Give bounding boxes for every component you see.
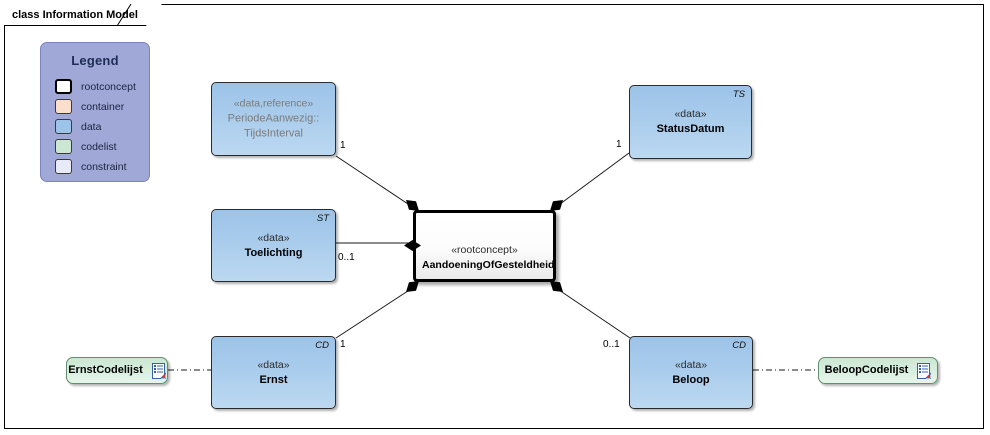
legend-item-container: container — [55, 97, 149, 116]
class-tag-beloop: CD — [732, 340, 746, 351]
legend-swatch-container — [55, 99, 72, 114]
class-box-ernst[interactable]: CD «data» Ernst — [211, 336, 336, 409]
class-box-tijdsinterval[interactable]: «data,reference» PeriodeAanwezig:: Tijds… — [211, 82, 336, 156]
multiplicity-tijdsinterval: 1 — [340, 140, 346, 151]
class-name-ernstcodelijst: ErnstCodelijst — [68, 364, 143, 376]
legend-swatch-data — [55, 119, 72, 134]
multiplicity-beloop: 0..1 — [603, 339, 620, 350]
diagram-frame-label: class Information Model — [12, 8, 138, 21]
class-box-beloopcodelijst[interactable]: BeloopCodelijst — [818, 357, 938, 384]
legend-swatch-codelist — [55, 139, 72, 154]
class-stereotype-toelichting: «data» — [257, 231, 290, 244]
document-icon — [917, 362, 932, 379]
class-stereotype-rootconcept: «rootconcept» — [451, 244, 518, 256]
multiplicity-ernst: 1 — [340, 339, 346, 350]
class-stereotype-ernst: «data» — [257, 358, 290, 371]
legend-item-constraint: constraint — [55, 157, 149, 176]
multiplicity-toelichting: 0..1 — [338, 252, 355, 263]
class-box-ernst-body: «data» Ernst — [212, 358, 335, 388]
legend-label-constraint: constraint — [81, 160, 127, 173]
class-box-toelichting-body: «data» Toelichting — [212, 231, 335, 261]
class-name-beloopcodelijst: BeloopCodelijst — [824, 364, 909, 376]
class-name-rootconcept: AandoeningOfGesteldheid — [422, 259, 555, 271]
class-name-ernst: Ernst — [259, 373, 288, 386]
class-name-tijdsinterval-line1: PeriodeAanwezig:: — [227, 112, 320, 125]
class-box-toelichting[interactable]: ST «data» Toelichting — [211, 209, 336, 282]
legend-items: rootconcept container data codelist cons… — [41, 77, 149, 176]
class-tag-ernst: CD — [315, 340, 329, 351]
legend-panel: Legend rootconcept container data codeli… — [40, 42, 150, 182]
legend-swatch-constraint — [55, 159, 72, 174]
legend-item-rootconcept: rootconcept — [55, 77, 149, 96]
legend-label-codelist: codelist — [81, 140, 117, 153]
legend-swatch-rootconcept — [55, 79, 72, 94]
class-box-rootconcept-body: «rootconcept» AandoeningOfGesteldheid — [416, 243, 555, 273]
class-box-rootconcept[interactable]: «rootconcept» AandoeningOfGesteldheid — [413, 210, 556, 282]
class-name-statusdatum: StatusDatum — [656, 123, 725, 135]
class-box-ernstcodelijst[interactable]: ErnstCodelijst — [66, 357, 168, 384]
class-box-statusdatum[interactable]: TS «data» StatusDatum — [629, 85, 752, 159]
legend-item-data: data — [55, 117, 149, 136]
frame-tab-diagonal-icon — [117, 4, 132, 26]
class-stereotype-tijdsinterval: «data,reference» — [233, 97, 314, 110]
legend-item-codelist: codelist — [55, 137, 149, 156]
legend-title: Legend — [71, 53, 119, 68]
legend-label-container: container — [81, 100, 125, 113]
class-box-statusdatum-body: «data» StatusDatum — [630, 107, 751, 137]
class-box-beloop-body: «data» Beloop — [630, 358, 752, 388]
class-name-toelichting: Toelichting — [244, 246, 303, 259]
class-stereotype-beloop: «data» — [674, 358, 708, 371]
class-name-beloop: Beloop — [672, 373, 710, 386]
class-box-beloop[interactable]: CD «data» Beloop — [629, 336, 753, 409]
class-name-tijdsinterval-line2: TijdsInterval — [244, 127, 303, 140]
legend-label-rootconcept: rootconcept — [81, 80, 136, 93]
class-stereotype-statusdatum: «data» — [674, 108, 707, 120]
class-tag-toelichting: ST — [316, 213, 329, 224]
composition-diamond-left — [404, 240, 421, 251]
class-tag-statusdatum: TS — [732, 89, 745, 100]
diagram-frame-tab: class Information Model — [4, 4, 162, 26]
legend-label-data: data — [81, 120, 102, 133]
document-icon — [151, 362, 166, 379]
class-box-tijdsinterval-body: «data,reference» PeriodeAanwezig:: Tijds… — [212, 97, 335, 142]
multiplicity-statusdatum: 1 — [616, 139, 622, 150]
